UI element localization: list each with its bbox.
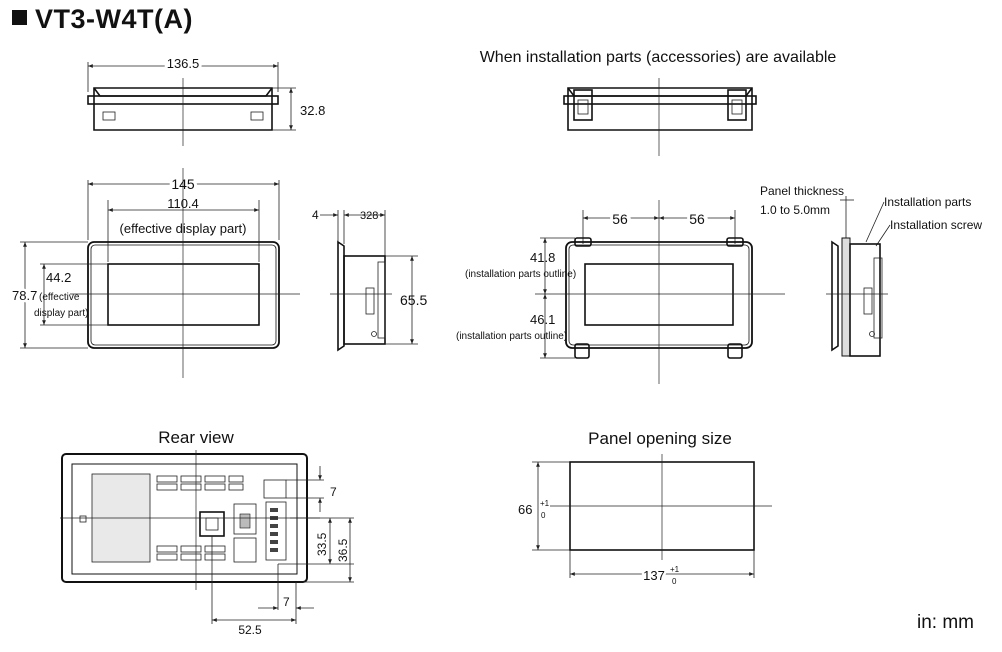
opening-height-tol-plus: +1 [540, 499, 550, 508]
opening-width-tol-zero: 0 [672, 577, 677, 586]
opening-width-tol-plus: +1 [670, 565, 680, 574]
front-height-note-2: display part) [34, 308, 88, 319]
outline-top-note: (installation parts outline) [465, 269, 576, 280]
dim-rear-7-bottom: 7 [283, 595, 290, 609]
dim-side-bezel: 4 [312, 208, 319, 222]
rear-view: 7 33.5 36.5 7 52.5 [60, 450, 354, 637]
side-view: 4 328 65.5 [312, 208, 427, 352]
top-view: 136.5 32.8 [87, 53, 325, 146]
opening-height-tol-zero: 0 [541, 511, 546, 520]
dim-rear-7-top: 7 [330, 485, 337, 499]
accessory-side-view: Panel thickness 1.0 to 5.0mm Installatio… [760, 184, 982, 357]
accessory-front-view: 56 56 41.8 (installation parts outline) … [456, 200, 785, 384]
front-view: 145 110.4 (effective display part) 44.2 … [10, 168, 300, 378]
accessory-heading: When installation parts (accessories) ar… [480, 49, 837, 66]
dim-outline-top: 41.8 [530, 250, 555, 265]
dim-opening-width: 137 [643, 568, 665, 583]
accessory-top-view [563, 78, 757, 156]
dim-rear-33-5: 33.5 [315, 532, 329, 556]
panel-thickness-range: 1.0 to 5.0mm [760, 203, 830, 217]
dim-hole-right: 56 [689, 211, 705, 227]
front-height-note-1: (effective [39, 292, 80, 303]
dim-top-width: 136.5 [167, 56, 200, 71]
panel-opening-heading: Panel opening size [588, 429, 732, 448]
dim-rear-36-5: 36.5 [336, 538, 350, 562]
installation-parts-label: Installation parts [884, 195, 971, 209]
dim-side-depth: 328 [360, 210, 378, 222]
dim-outline-bottom: 46.1 [530, 312, 555, 327]
installation-screw-label: Installation screw [890, 218, 982, 232]
dim-rear-52-5: 52.5 [238, 623, 262, 637]
dim-front-height-a: 78.7 [12, 288, 37, 303]
panel-opening-view: 66 +1 0 137 +1 0 [516, 454, 772, 586]
dim-opening-height: 66 [518, 502, 532, 517]
square-bullet-icon [12, 10, 27, 25]
dim-hole-left: 56 [612, 211, 628, 227]
dim-top-depth: 32.8 [300, 103, 325, 118]
page-title: VT3-W4T(A) [12, 4, 193, 35]
unit-label: in: mm [917, 612, 974, 633]
rear-view-heading: Rear view [158, 428, 234, 447]
panel-thickness-label: Panel thickness [760, 184, 844, 198]
outline-bottom-note: (installation parts outline) [456, 331, 567, 342]
dim-display-height: 44.2 [46, 270, 71, 285]
model-name: VT3-W4T(A) [35, 4, 193, 34]
dim-side-height: 65.5 [400, 292, 427, 308]
